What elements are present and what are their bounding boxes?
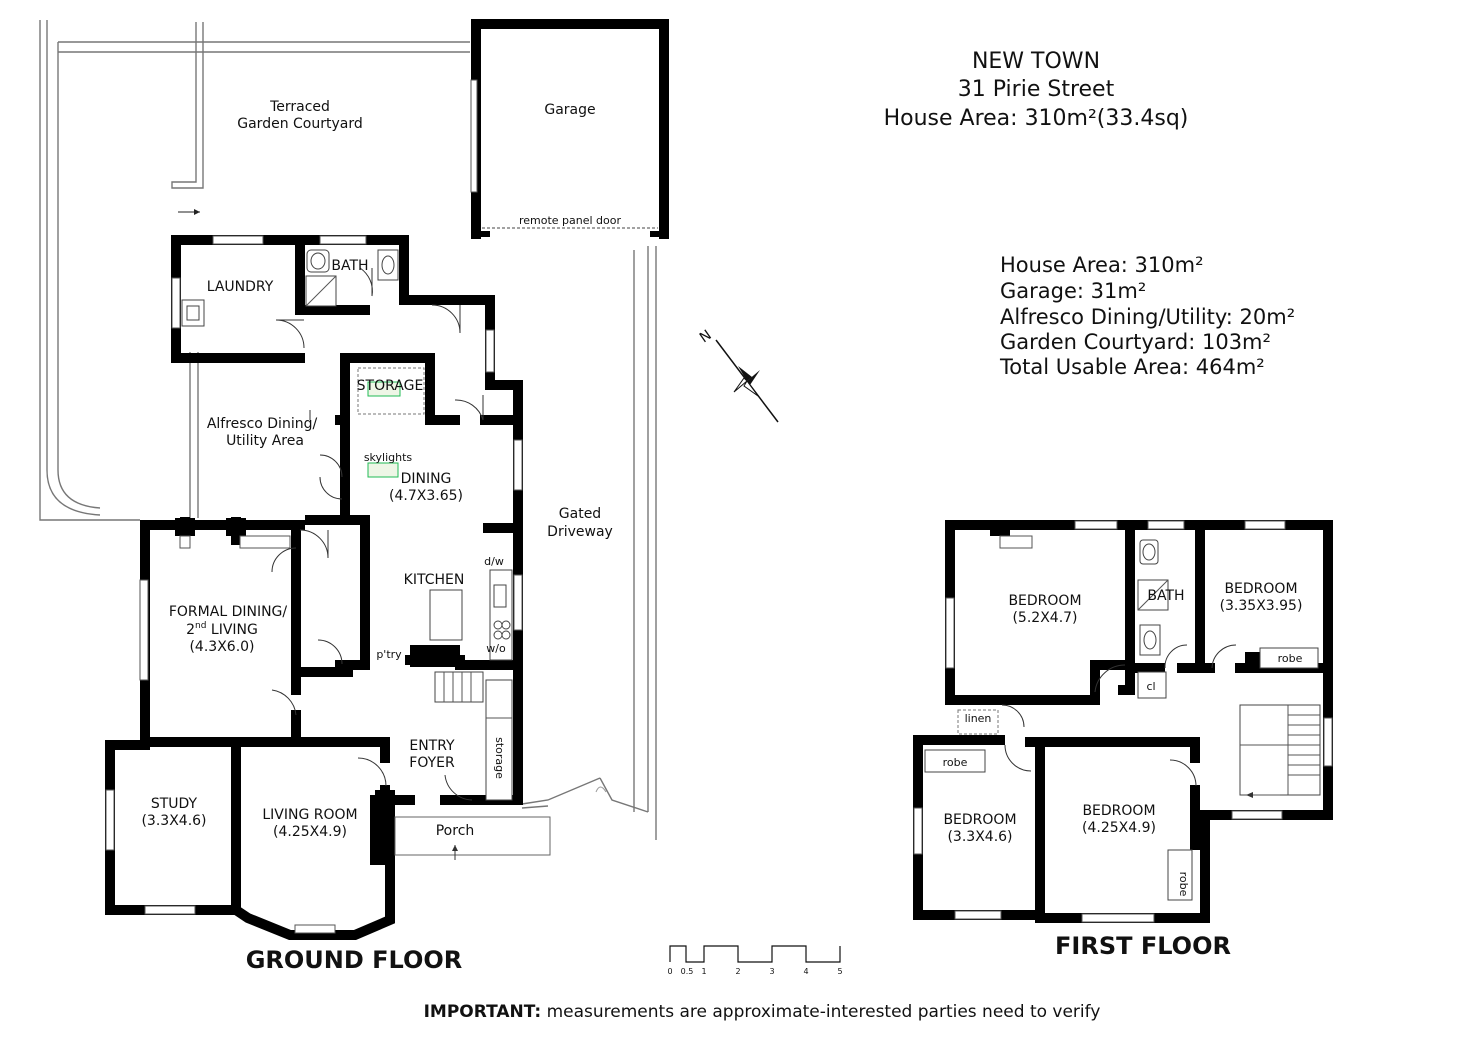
dining-size: (4.7X3.65) xyxy=(389,488,463,504)
scale-tick-label: 0.5 xyxy=(681,967,694,976)
formal-dining-label: 2nd LIVING xyxy=(186,621,258,638)
storage-hatch xyxy=(357,367,425,415)
scale-tick-label: 3 xyxy=(769,967,774,976)
dishwasher-label: d/w xyxy=(484,555,504,568)
garage-door-label: remote panel door xyxy=(519,214,622,227)
doors-first xyxy=(1001,644,1237,787)
bedroom-1-size: (5.2X4.7) xyxy=(1012,610,1077,626)
stairs-ground xyxy=(434,671,513,801)
entry-label: FOYER xyxy=(409,755,455,771)
linen-label: linen xyxy=(965,712,992,725)
bedroom-4-label: BEDROOM xyxy=(1082,803,1155,819)
bedroom-2-size: (3.35X3.95) xyxy=(1220,598,1303,614)
kitchen-label: KITCHEN xyxy=(404,572,465,588)
kitchen-fixtures xyxy=(429,569,513,661)
disclaimer-text: measurements are approximate-interested … xyxy=(541,1002,1100,1022)
alfresco-label: Utility Area xyxy=(226,433,304,449)
skylight-icon xyxy=(367,381,401,397)
house-area-title: House Area: 310m²(33.4sq) xyxy=(884,106,1189,131)
garage xyxy=(470,19,669,239)
robe-label: robe xyxy=(1278,652,1303,665)
fireplace-icon xyxy=(175,518,195,536)
first-bath-label: BATH xyxy=(1147,588,1184,604)
area-garage: Garage: 31m² xyxy=(1000,279,1146,303)
robe-label: robe xyxy=(943,756,968,769)
formal-dining-size: (4.3X6.0) xyxy=(189,639,254,655)
porch-label: Porch xyxy=(436,823,475,839)
courtyard-label: Terraced xyxy=(269,99,330,115)
bath-label: BATH xyxy=(331,258,368,274)
scale-tick-label: 5 xyxy=(837,967,842,976)
formal-dining-label: FORMAL DINING/ xyxy=(169,604,288,620)
bedroom-2-label: BEDROOM xyxy=(1224,581,1297,597)
doors-ground xyxy=(271,267,484,801)
skylights-label: skylights xyxy=(364,451,413,464)
fireplace-icon xyxy=(990,520,1010,536)
under-stair-storage-label: storage xyxy=(493,737,506,779)
skylight-icon xyxy=(367,462,399,478)
garage-label: Garage xyxy=(544,102,595,118)
pantry-wall xyxy=(410,645,460,667)
disclaimer: IMPORTANT: measurements are approximate-… xyxy=(424,1002,1101,1022)
dining-label: DINING xyxy=(401,471,452,487)
north-arrow-icon xyxy=(715,339,779,423)
alfresco-label: Alfresco Dining/ xyxy=(207,416,318,432)
area-alfresco: Alfresco Dining/Utility: 20m² xyxy=(1000,305,1295,329)
arrow-right-icon xyxy=(178,209,200,215)
scale-bar: 0 0.5 1 2 3 4 5 xyxy=(667,945,843,976)
living-word: LIVING xyxy=(206,622,257,638)
living-room-size: (4.25X4.9) xyxy=(273,824,347,840)
scale-tick-label: 2 xyxy=(735,967,740,976)
fireplace-icon xyxy=(370,795,390,865)
robe-label: robe xyxy=(1177,872,1190,897)
scale-tick-label: 4 xyxy=(803,967,808,976)
compass-north-label: N xyxy=(697,327,715,346)
bedroom-4-size: (4.25X4.9) xyxy=(1082,820,1156,836)
wall-oven-label: w/o xyxy=(486,642,506,655)
bedroom-3-size: (3.3X4.6) xyxy=(947,829,1012,845)
address-title: 31 Pirie Street xyxy=(958,77,1115,102)
area-house: House Area: 310m² xyxy=(1000,253,1204,277)
suburb-title: NEW TOWN xyxy=(972,49,1100,74)
windows-ground xyxy=(105,235,523,934)
porch xyxy=(394,816,551,860)
stairs-first xyxy=(1239,704,1321,798)
ordinal-suffix: nd xyxy=(195,621,206,631)
area-total: Total Usable Area: 464m² xyxy=(999,355,1265,379)
windows-first xyxy=(913,520,1333,923)
driveway-label: Gated xyxy=(559,506,601,522)
first-bath-fixtures xyxy=(924,539,1319,901)
living-room-label: LIVING ROOM xyxy=(262,807,357,823)
bedroom-1-label: BEDROOM xyxy=(1008,593,1081,609)
ordinal-number: 2 xyxy=(186,622,195,638)
bath-fixtures xyxy=(181,249,399,327)
storage-label: STORAGE xyxy=(357,378,424,394)
site-boundary xyxy=(39,20,657,840)
disclaimer-important: IMPORTANT: xyxy=(424,1002,542,1022)
courtyard-label: Garden Courtyard xyxy=(237,116,362,132)
area-courtyard: Garden Courtyard: 103m² xyxy=(1000,330,1271,354)
scale-tick-label: 0 xyxy=(667,967,672,976)
fireplace-icon xyxy=(226,518,246,536)
pantry-label: p'try xyxy=(376,648,402,661)
scale-tick-label: 1 xyxy=(701,967,706,976)
closet-label: cl xyxy=(1146,680,1155,693)
bedroom-3-label: BEDROOM xyxy=(943,812,1016,828)
entry-label: ENTRY xyxy=(409,738,455,754)
first-floor-title: FIRST FLOOR xyxy=(1055,932,1231,960)
study-size: (3.3X4.6) xyxy=(141,813,206,829)
laundry-label: LAUNDRY xyxy=(207,279,274,295)
driveway-label: Driveway xyxy=(547,524,613,540)
ground-floor-title: GROUND FLOOR xyxy=(246,946,463,974)
study-label: STUDY xyxy=(151,796,198,812)
